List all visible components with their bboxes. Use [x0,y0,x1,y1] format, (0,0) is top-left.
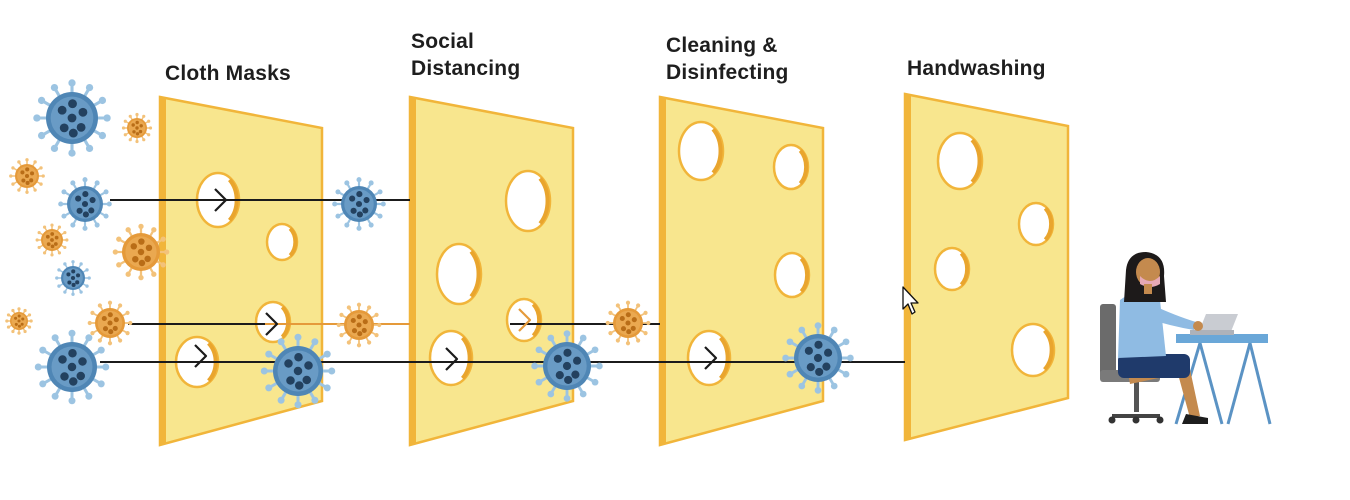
arrow-head-icon [445,347,459,371]
arrow-head-icon [704,346,718,370]
slice-handwashing [903,92,1070,442]
arrow-head-icon [518,308,532,332]
virus-icon [5,307,33,335]
virus-icon [336,302,382,348]
layer-label-cleaning-disinfecting: Cleaning & Disinfecting [666,34,789,84]
slice-hole [936,131,984,191]
virus-icon [34,329,110,405]
arrow-head-icon [265,312,279,336]
virus-icon [260,333,336,409]
slice-hole [435,242,483,306]
virus-icon [605,300,651,346]
person-at-laptop-icon [1100,252,1272,425]
slice-social-distancing [408,95,575,447]
slice-cloth-masks [158,95,324,447]
virus-icon [332,177,386,231]
virus-icon [112,223,170,281]
virus-icon [33,79,111,157]
slice-hole [686,329,732,387]
virus-icon [35,223,69,257]
mouse-cursor-icon [902,286,919,315]
layer-label-social-distancing: Social Distancing [411,30,521,80]
slice-hole [428,329,474,387]
layer-label-cloth-masks: Cloth Masks [165,62,291,85]
arrow-head-icon [214,188,228,212]
slice-hole [677,120,725,182]
virus-icon [58,177,112,231]
virus-icon [87,300,133,346]
virus-icon [531,330,603,402]
virus-icon [121,112,153,144]
virus-icon [9,158,45,194]
slice-cleaning-disinfecting [658,95,825,447]
layer-label-handwashing: Handwashing [907,57,1046,80]
virus-icon [782,322,854,394]
virus-icon [55,260,91,296]
slice-hole [504,169,552,233]
slice-hole [1010,322,1056,378]
arrow-head-icon [194,344,208,368]
